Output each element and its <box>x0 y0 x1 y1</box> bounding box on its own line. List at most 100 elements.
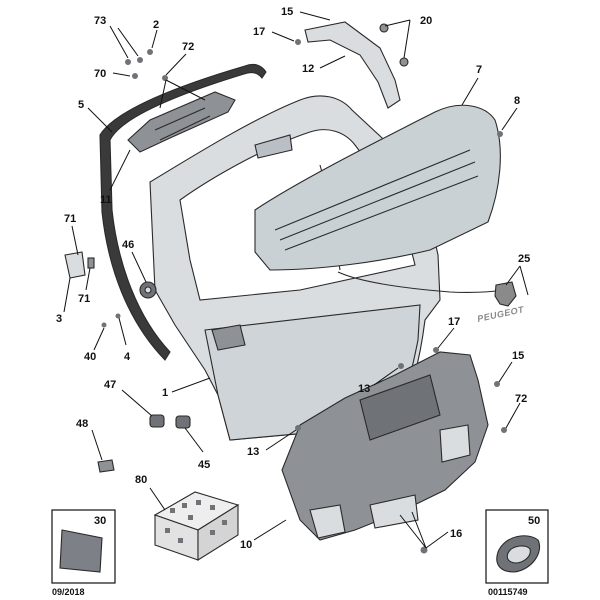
callout-13-top: 13 <box>358 383 370 395</box>
leader-72-tri <box>159 79 206 109</box>
callout-numbers: 73 2 72 70 5 11 15 17 20 12 7 8 25 71 71… <box>56 6 530 551</box>
kit-part <box>222 520 227 525</box>
callout-20: 20 <box>420 15 432 27</box>
leader-11 <box>109 149 131 191</box>
tailgate-seal <box>99 63 267 361</box>
leader-7 <box>461 77 479 106</box>
fastener-2 <box>147 49 153 55</box>
label-sheet <box>59 529 103 573</box>
callout-13-bottom: 13 <box>247 446 259 458</box>
callout-1: 1 <box>162 387 168 399</box>
leader-12 <box>319 55 346 69</box>
strut-bracket-plate <box>64 251 86 279</box>
callout-30: 30 <box>94 515 106 527</box>
footer-reference: 00115749 <box>488 587 528 597</box>
leader-73 <box>109 25 139 59</box>
leader-13a <box>373 367 399 386</box>
leader-13b <box>265 429 297 451</box>
callout-11: 11 <box>100 194 112 206</box>
fastener-8 <box>497 131 503 137</box>
kit-box-right <box>197 504 239 561</box>
leader-46 <box>131 251 147 283</box>
callout-71-top: 71 <box>64 213 76 225</box>
clip-48 <box>97 459 115 473</box>
fastener-73 <box>125 59 131 65</box>
callout-45: 45 <box>198 459 210 471</box>
glass-defrost-lines <box>274 149 479 251</box>
kit-part <box>178 538 183 543</box>
callout-72-top: 72 <box>182 41 194 53</box>
bracket-arm <box>304 21 401 109</box>
leader-4 <box>118 317 127 346</box>
leader-17a <box>271 31 295 42</box>
callout-12: 12 <box>302 63 314 75</box>
lion-emblem <box>494 281 517 307</box>
callout-16: 16 <box>450 528 462 540</box>
callout-48: 48 <box>76 418 88 430</box>
leader-17b <box>437 327 455 349</box>
leader-40 <box>93 327 105 351</box>
fastener-40 <box>101 322 107 328</box>
plug-center <box>506 545 531 564</box>
leader-72 <box>165 53 187 76</box>
callout-2: 2 <box>153 19 159 31</box>
hinge-bracket <box>304 21 409 109</box>
callout-8: 8 <box>514 95 520 107</box>
leader-10 <box>253 519 287 541</box>
leader-48 <box>91 429 103 461</box>
callout-71-bottom: 71 <box>78 293 90 305</box>
fastener-13b <box>295 425 301 431</box>
liner-handle <box>369 494 419 529</box>
callout-5: 5 <box>78 99 84 111</box>
callout-17-top: 17 <box>253 26 265 38</box>
spoiler-trim <box>127 91 236 153</box>
bracket-fastener <box>399 57 409 67</box>
brand-lettering: PEUGEOT <box>476 304 526 324</box>
kit-parts <box>165 500 227 543</box>
bump-stop-47-body <box>149 414 165 428</box>
grommet-46-center <box>144 286 152 294</box>
fastener-17b <box>433 347 439 353</box>
leader-72b <box>505 402 521 429</box>
fastener-13a <box>398 363 404 369</box>
leader-47 <box>121 389 153 417</box>
callout-17-bottom: 17 <box>448 316 460 328</box>
tailgate-lamp-recess <box>211 324 246 351</box>
fasteners <box>101 39 507 554</box>
callout-46: 46 <box>122 239 134 251</box>
callout-25: 25 <box>518 253 530 265</box>
callout-7: 7 <box>476 64 482 76</box>
kit-part <box>182 503 187 508</box>
leader-8 <box>501 107 518 131</box>
callout-15-bottom: 15 <box>512 350 524 362</box>
grommet-46 <box>139 281 157 299</box>
leader-20 <box>384 19 411 59</box>
leader-71a <box>71 225 79 256</box>
leader-71b <box>85 267 91 291</box>
fastener-4 <box>115 313 121 319</box>
leader-2 <box>151 29 158 49</box>
leader-25 <box>505 265 529 296</box>
strut-pin <box>87 257 95 269</box>
leader-45 <box>184 427 204 453</box>
callout-40: 40 <box>84 351 96 363</box>
strut-bracket <box>64 251 95 279</box>
callout-15-top: 15 <box>281 6 293 18</box>
bump-stop-45-body <box>175 415 191 429</box>
seal-outline <box>99 63 267 361</box>
leader-15b <box>498 361 513 383</box>
brand-badge: PEUGEOT <box>476 281 526 324</box>
fastener-72b <box>501 427 507 433</box>
fastener-16 <box>420 546 428 554</box>
kit-part <box>196 500 201 505</box>
liner-window-cut <box>359 374 441 441</box>
fastener-17 <box>295 39 301 45</box>
bump-stop-45 <box>175 415 191 429</box>
tailgate-hinge-area <box>254 134 293 159</box>
kit-part <box>188 515 193 520</box>
inset-30: 30 <box>51 509 116 584</box>
callout-80: 80 <box>135 474 147 486</box>
spoiler-detail <box>154 107 211 141</box>
kit-part <box>210 530 215 535</box>
leader-80 <box>149 487 166 511</box>
